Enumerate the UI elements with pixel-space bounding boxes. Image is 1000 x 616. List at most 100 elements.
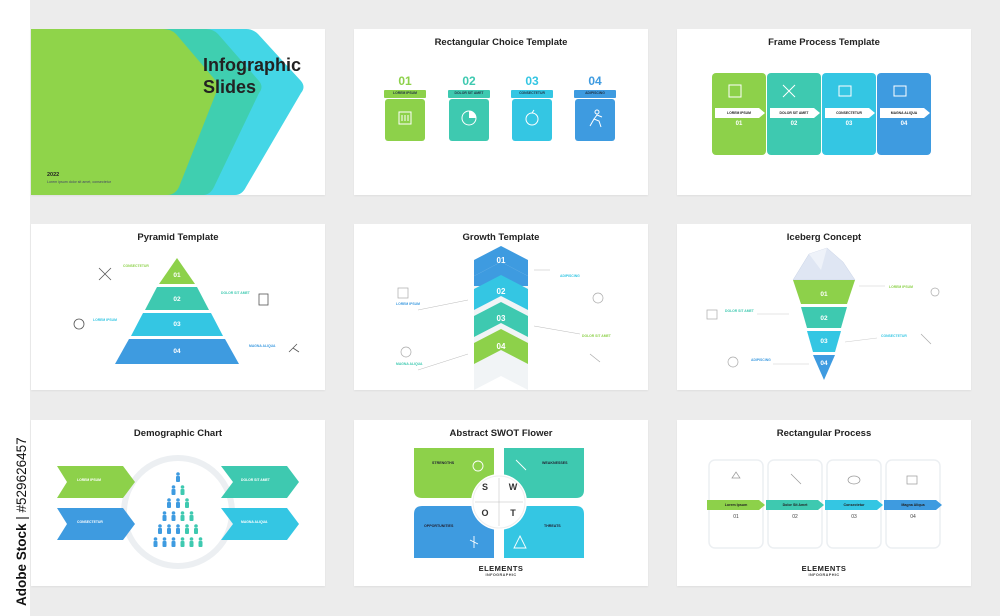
demographic-chart — [57, 455, 299, 569]
person-icon — [180, 485, 185, 495]
pyramid-shape — [73, 258, 300, 364]
slide-frame-process[interactable]: Frame Process Template LOREM IPSUM DOLOR… — [677, 29, 971, 195]
growth-number: 01 — [496, 256, 506, 265]
slide-title: Abstract SWOT Flower — [449, 428, 553, 439]
frame-label: CONSECTETUR — [836, 111, 862, 115]
person-icon — [176, 498, 180, 508]
choice-label: ADIPISCING — [585, 91, 605, 95]
pie-icon — [449, 99, 489, 141]
person-icon — [167, 524, 171, 534]
process-number: 04 — [910, 514, 916, 520]
choice-card-2[interactable]: 02 DOLOR SIT AMET — [448, 74, 490, 141]
iceberg-shape — [706, 247, 940, 380]
frame-number: 01 — [735, 121, 743, 127]
pyramid-label: DOLOR SIT AMET — [221, 291, 250, 295]
slide-cover[interactable]: Infographic Slides 2022 Lorem ipsum dolo… — [31, 29, 325, 195]
iceberg-label: DOLOR SIT AMET — [725, 309, 754, 313]
pyramid-number: 02 — [173, 296, 181, 303]
process-label: Lorem Ipsum — [724, 503, 748, 507]
person-icon — [158, 524, 162, 534]
process-label: Dolor Sit Amet — [782, 503, 808, 507]
choice-number: 03 — [525, 74, 539, 88]
pyramid-label: CONSECTETUR — [123, 264, 149, 268]
cover-title-1: Infographic — [203, 55, 301, 75]
demographic-label: LOREM IPSUM — [77, 478, 101, 482]
person-icon — [162, 511, 167, 521]
pyramid-number: 01 — [173, 272, 181, 279]
person-icon — [171, 537, 176, 547]
slide-title: Demographic Chart — [133, 428, 223, 439]
person-icon — [153, 537, 158, 547]
logo-main: ELEMENTS — [478, 564, 524, 573]
apple-icon — [512, 99, 552, 141]
runner-icon — [575, 99, 615, 141]
swot-quadrant-label: WEAKNESSES — [542, 461, 568, 465]
choice-card-3[interactable]: 03 CONSECTETUR — [511, 74, 553, 141]
swot-letter: W — [508, 482, 518, 492]
person-icon — [194, 524, 198, 534]
slide-title: Rectangular Process — [776, 428, 872, 439]
frame-process-cards — [712, 73, 931, 155]
iceberg-label: CONSECTETUR — [881, 334, 907, 338]
cover-year: 2022 — [47, 172, 60, 178]
watermark-text: Adobe Stock | #529626457 — [14, 437, 29, 606]
frame-label: DOLOR SIT AMET — [779, 111, 809, 115]
frame-label: LOREM IPSUM — [727, 111, 751, 115]
people-pyramid-icons — [153, 472, 203, 547]
pyramid-number: 03 — [173, 321, 181, 328]
pyramid-label: MAGNA ALIQUA — [249, 344, 276, 348]
process-number: 03 — [851, 514, 857, 520]
slide-title: Frame Process Template — [768, 37, 880, 48]
slide-swot[interactable]: Abstract SWOT Flower STRENGTHS WEAKNESSE… — [354, 420, 648, 586]
choice-label: DOLOR SIT AMET — [454, 91, 484, 95]
cover-chevrons — [31, 29, 304, 195]
slide-rect-choice[interactable]: Rectangular Choice Template 01 LOREM IPS… — [354, 29, 648, 195]
swot-letter: T — [510, 508, 516, 518]
slide-growth[interactable]: Growth Template 01 02 03 04 LOREM IPSUM … — [354, 224, 648, 390]
rect-process-cards — [707, 459, 942, 549]
slide-rect-process[interactable]: Rectangular Process Lorem Ipsum Dolor Si… — [677, 420, 971, 586]
slide-iceberg[interactable]: Iceberg Concept 01 02 03 04 LOREM IPSUM … — [677, 224, 971, 390]
choice-card-4[interactable]: 04 ADIPISCING — [574, 74, 616, 141]
growth-label: DOLOR SIT AMET — [582, 334, 611, 338]
pyramid-label: LOREM IPSUM — [93, 318, 117, 322]
iceberg-number: 04 — [820, 360, 828, 367]
slide-demographic[interactable]: Demographic Chart LOREM IPSUM DOLOR SIT … — [31, 420, 325, 586]
growth-label: MAGNA ALIQUA — [396, 362, 423, 366]
watermark-strip: Adobe Stock | #529626457 — [0, 0, 30, 616]
frame-number: 02 — [790, 121, 798, 127]
person-icon — [189, 537, 194, 547]
person-icon — [180, 537, 185, 547]
iceberg-label: LOREM IPSUM — [889, 285, 913, 289]
growth-label: ADIPISCING — [560, 274, 580, 278]
elements-logo: ELEMENTS INFOGRAPHIC — [354, 564, 648, 577]
slide-title: Rectangular Choice Template — [434, 37, 568, 48]
logo-sub: INFOGRAPHIC — [808, 573, 840, 577]
person-icon — [185, 524, 189, 534]
iceberg-label: ADIPISCING — [751, 358, 771, 362]
person-icon — [185, 498, 189, 508]
growth-number: 04 — [496, 342, 506, 351]
slide-title: Growth Template — [462, 232, 540, 243]
choice-number: 01 — [398, 74, 412, 88]
choice-label: LOREM IPSUM — [393, 91, 417, 95]
slide-pyramid[interactable]: Pyramid Template 01 02 03 04 CONSECTETUR… — [31, 224, 325, 390]
process-label: Consectetur — [843, 503, 865, 507]
person-icon — [180, 511, 185, 521]
growth-number: 03 — [496, 314, 506, 323]
demographic-label: DOLOR SIT AMET — [241, 478, 270, 482]
demographic-label: CONSECTETUR — [77, 520, 103, 524]
growth-number: 02 — [496, 287, 506, 296]
logo-sub: INFOGRAPHIC — [485, 573, 517, 577]
swot-flower — [414, 448, 584, 558]
person-icon — [198, 537, 203, 547]
process-number: 01 — [733, 514, 739, 520]
person-icon — [189, 511, 194, 521]
person-icon — [167, 498, 171, 508]
iceberg-number: 02 — [820, 315, 828, 322]
cover-title-2: Slides — [203, 77, 257, 97]
swot-letter: S — [481, 482, 488, 492]
elements-logo: ELEMENTS INFOGRAPHIC — [677, 564, 971, 577]
choice-card-1[interactable]: 01 LOREM IPSUM — [384, 74, 426, 141]
frame-number: 04 — [900, 121, 908, 127]
